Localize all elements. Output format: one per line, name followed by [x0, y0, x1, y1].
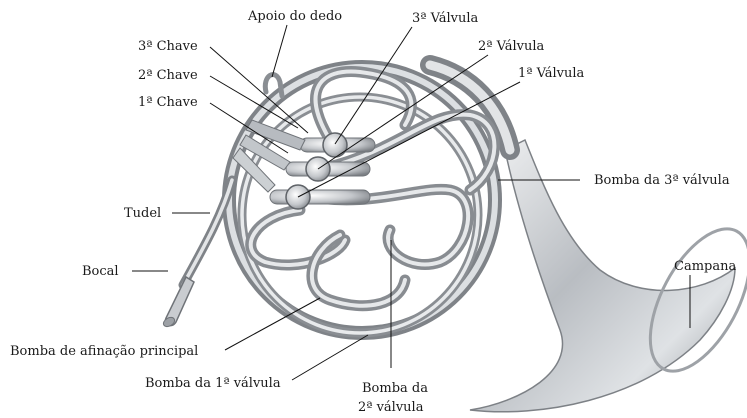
label-1a-valvula: 1ª Válvula: [518, 66, 585, 81]
label-campana: Campana: [674, 259, 736, 274]
label-apoio-do-dedo: Apoio do dedo: [247, 9, 342, 24]
label-1a-chave: 1ª Chave: [138, 95, 198, 110]
horn-illustration: [162, 65, 747, 412]
valve-body-1: [270, 190, 370, 204]
label-bomba-1a-valvula: Bomba da 1ª válvula: [145, 376, 281, 391]
valve-cap-3: [323, 133, 347, 157]
label-bomba-3a-valvula: Bomba da 3ª válvula: [594, 173, 730, 188]
label-bomba-2a-valvula-line2: 2ª válvula: [358, 400, 424, 415]
label-tudel: Tudel: [124, 206, 161, 221]
label-bomba-afinacao-principal: Bomba de afinação principal: [10, 344, 198, 359]
label-bocal: Bocal: [82, 264, 119, 279]
label-3a-chave: 3ª Chave: [138, 39, 198, 54]
label-2a-valvula: 2ª Válvula: [478, 39, 545, 54]
label-bomba-2a-valvula-line1: Bomba da: [362, 381, 428, 396]
label-2a-chave: 2ª Chave: [138, 68, 198, 83]
label-3a-valvula: 3ª Válvula: [412, 11, 479, 26]
